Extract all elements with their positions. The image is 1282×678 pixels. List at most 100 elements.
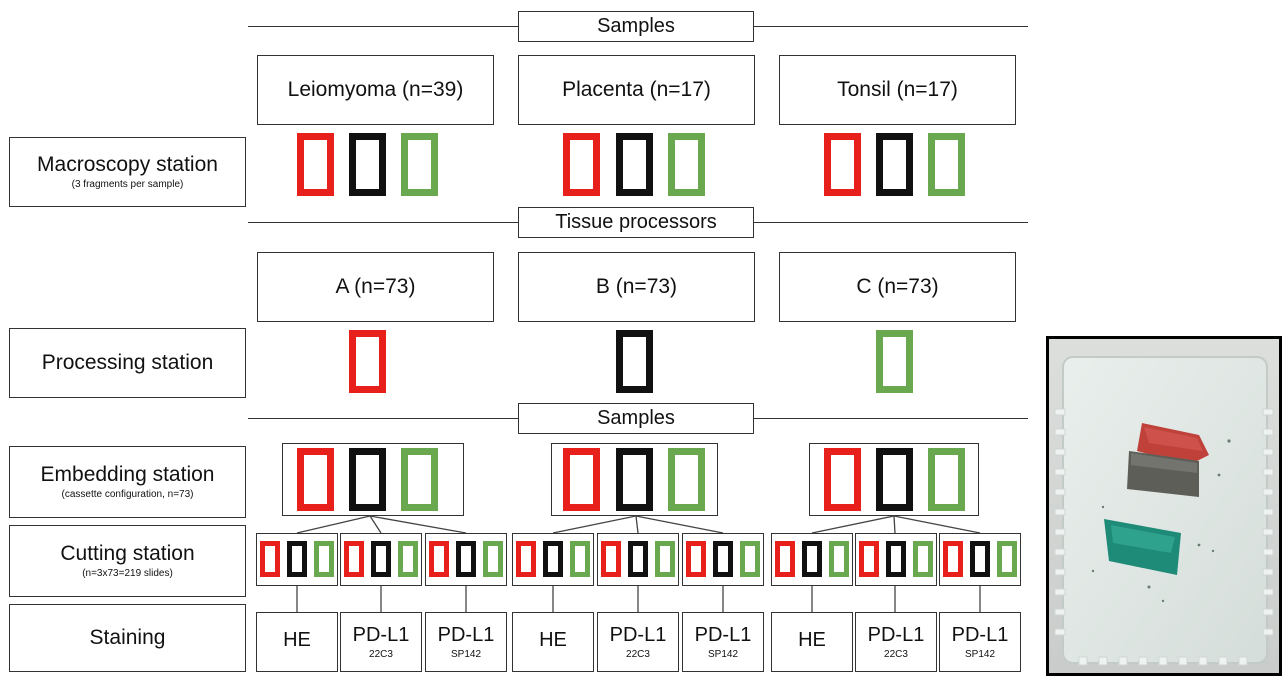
fragment-green <box>876 330 913 393</box>
cutting-station-note: (n=3x73=219 slides) <box>82 567 173 579</box>
fragment-red <box>297 133 334 196</box>
cassette-illustration <box>1049 339 1279 673</box>
stain-name: PD-L1 <box>951 623 1009 646</box>
stain-clone: 22C3 <box>369 648 393 660</box>
sample-type-box: Tonsil (n=17) <box>779 55 1016 125</box>
stain-box: PD-L1 22C3 <box>340 612 422 672</box>
samples-mid-header: Samples <box>518 403 754 434</box>
fragment-red <box>344 541 364 577</box>
macroscopy-station-label: Macroscopy station <box>37 153 218 177</box>
fragment-black <box>287 541 307 577</box>
fragment-green <box>928 133 965 196</box>
fragment-red <box>563 133 600 196</box>
tissue-processors-header: Tissue processors <box>518 207 754 238</box>
sample-type-label: Placenta (n=17) <box>562 78 711 101</box>
tissue-processors-header-text: Tissue processors <box>555 211 717 233</box>
tissue-dark-piece <box>1127 451 1199 497</box>
processing-station-label: Processing station <box>41 351 214 375</box>
stain-clone: SP142 <box>450 648 482 660</box>
stain-box: PD-L1 SP142 <box>939 612 1021 672</box>
stain-name: HE <box>539 629 567 651</box>
fragment-green <box>398 541 418 577</box>
fragment-black <box>628 541 648 577</box>
stain-name: HE <box>283 629 311 651</box>
stain-box: PD-L1 22C3 <box>855 612 937 672</box>
macroscopy-station-box: Macroscopy station (3 fragments per samp… <box>9 137 246 207</box>
processing-station-box: Processing station <box>9 328 246 398</box>
stain-name: PD-L1 <box>867 623 925 646</box>
tissue-cassette-photo <box>1046 336 1282 676</box>
fragment-black <box>876 448 913 511</box>
fragment-black <box>616 133 653 196</box>
fragment-red <box>601 541 621 577</box>
fragment-green <box>997 541 1017 577</box>
fragment-black <box>970 541 990 577</box>
cutting-station-label: Cutting station <box>60 542 195 566</box>
fragment-red <box>516 541 536 577</box>
sample-type-label: Leiomyoma (n=39) <box>287 78 464 101</box>
fragment-red <box>429 541 449 577</box>
stain-box: HE <box>771 612 853 672</box>
cutting-station-box: Cutting station (n=3x73=219 slides) <box>9 525 246 597</box>
samples-mid-header-text: Samples <box>597 407 675 429</box>
processor-box: A (n=73) <box>257 252 494 322</box>
fragment-green <box>668 133 705 196</box>
fragment-red <box>859 541 879 577</box>
fragment-green <box>314 541 334 577</box>
fragment-red <box>260 541 280 577</box>
stain-clone: SP142 <box>964 648 996 660</box>
staining-station-label: Staining <box>89 626 166 650</box>
fragment-black <box>349 448 386 511</box>
fragment-green <box>655 541 675 577</box>
fragment-black <box>456 541 476 577</box>
fragment-green <box>928 448 965 511</box>
sample-type-box: Placenta (n=17) <box>518 55 755 125</box>
embedding-cassette <box>551 443 718 516</box>
fragment-green <box>740 541 760 577</box>
fragment-green <box>668 448 705 511</box>
fragment-green <box>483 541 503 577</box>
embedding-station-note: (cassette configuration, n=73) <box>61 488 194 500</box>
processor-box: C (n=73) <box>779 252 1016 322</box>
sample-type-label: Tonsil (n=17) <box>837 78 958 101</box>
stain-name: PD-L1 <box>352 623 410 646</box>
fragment-red <box>824 133 861 196</box>
stain-name: PD-L1 <box>609 623 667 646</box>
stain-box: HE <box>512 612 594 672</box>
fragment-green <box>401 448 438 511</box>
processor-label: A (n=73) <box>335 275 416 298</box>
fragment-black <box>349 133 386 196</box>
stain-name: PD-L1 <box>694 623 752 646</box>
stain-box: PD-L1 SP142 <box>682 612 764 672</box>
fragment-black <box>371 541 391 577</box>
fragment-black <box>802 541 822 577</box>
fragment-red <box>686 541 706 577</box>
stain-clone: 22C3 <box>884 648 908 660</box>
embedding-station-label: Embedding station <box>40 463 215 487</box>
fragment-black <box>543 541 563 577</box>
tissue-red-piece <box>1137 423 1209 465</box>
stain-box: HE <box>256 612 338 672</box>
fragment-black <box>713 541 733 577</box>
stain-box: PD-L1 SP142 <box>425 612 507 672</box>
fragment-red <box>824 448 861 511</box>
processor-box: B (n=73) <box>518 252 755 322</box>
fragment-red <box>349 330 386 393</box>
fragment-black <box>616 330 653 393</box>
samples-top-header-text: Samples <box>597 15 675 37</box>
stain-name: PD-L1 <box>437 623 495 646</box>
processor-label: B (n=73) <box>595 275 678 298</box>
fragment-red <box>297 448 334 511</box>
stain-clone: SP142 <box>707 648 739 660</box>
staining-station-box: Staining <box>9 604 246 672</box>
sample-type-box: Leiomyoma (n=39) <box>257 55 494 125</box>
stain-box: PD-L1 22C3 <box>597 612 679 672</box>
embedding-station-box: Embedding station (cassette configuratio… <box>9 446 246 518</box>
fragment-black <box>876 133 913 196</box>
fragment-green <box>829 541 849 577</box>
stain-name: HE <box>798 629 826 651</box>
samples-top-header: Samples <box>518 11 754 42</box>
fragment-red <box>563 448 600 511</box>
processor-label: C (n=73) <box>856 275 939 298</box>
tissue-green-piece <box>1104 519 1181 575</box>
